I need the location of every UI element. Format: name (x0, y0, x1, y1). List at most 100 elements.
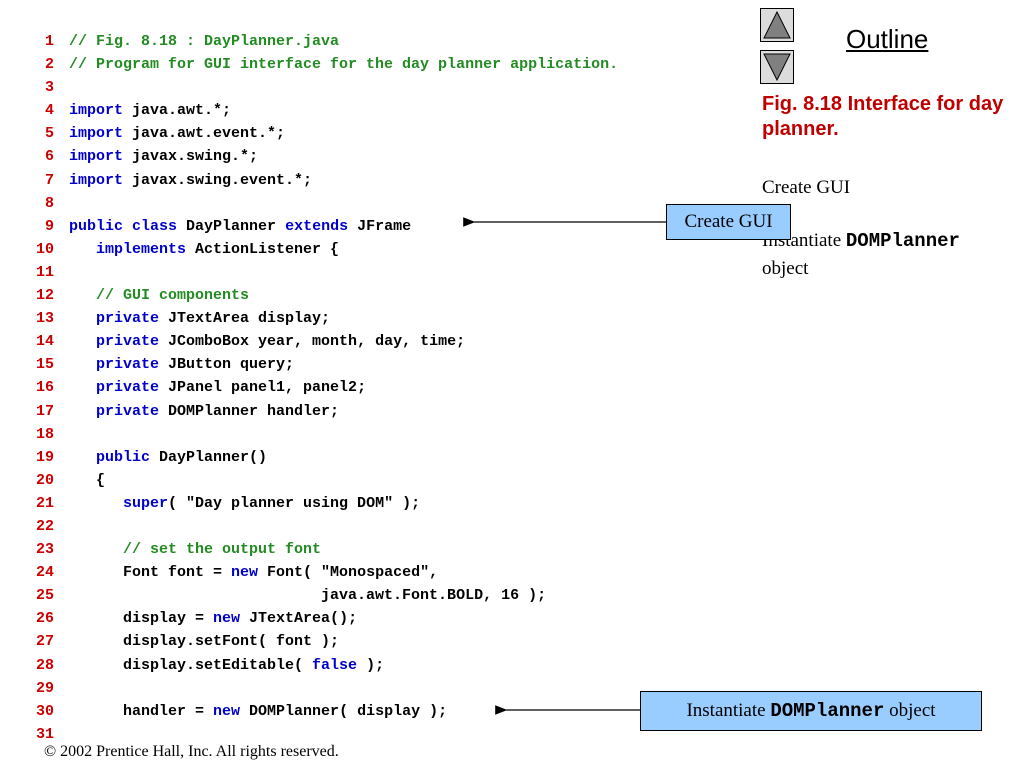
previous-slide-button[interactable] (760, 8, 794, 42)
line-number: 24 (35, 564, 54, 582)
code-token: JButton query; (159, 356, 295, 374)
code-text: private JPanel panel1, panel2; (69, 376, 366, 399)
code-token: java.awt.Font.BOLD, 16 ); (69, 587, 547, 605)
line-number: 22 (35, 517, 54, 535)
code-token: JFrame (348, 217, 412, 235)
code-line: 12 // GUI components (0, 284, 740, 307)
line-number: 23 (35, 541, 54, 559)
code-line: 13 private JTextArea display; (0, 307, 740, 330)
code-text: import java.awt.event.*; (69, 122, 285, 145)
code-token: false (312, 656, 358, 674)
next-slide-button[interactable] (760, 50, 794, 84)
code-text: display.setFont( font ); (69, 630, 339, 653)
line-number: 27 (35, 633, 54, 651)
code-token: new (213, 610, 241, 628)
code-token: DOMPlanner handler; (159, 402, 340, 420)
line-number: 18 (35, 425, 54, 443)
code-line: 15 private JButton query; (0, 353, 740, 376)
code-token: java.awt.*; (123, 102, 232, 120)
outline-item-text-end: object (762, 258, 809, 279)
code-token: display = (69, 610, 214, 628)
code-token: import (69, 171, 124, 189)
code-line: 2// Program for GUI interface for the da… (0, 53, 740, 76)
line-number: 5 (44, 125, 54, 143)
code-token: DayPlanner (177, 217, 286, 235)
line-number: 1 (44, 33, 54, 50)
code-token: Font font = (69, 564, 232, 582)
line-number: 31 (35, 725, 54, 743)
code-token: super (123, 494, 169, 512)
code-text: // Program for GUI interface for the day… (69, 53, 618, 76)
line-number: 10 (35, 240, 54, 258)
code-token: private (96, 379, 160, 397)
code-text: import javax.swing.*; (69, 145, 258, 168)
line-number: 20 (35, 471, 54, 489)
code-token: class (132, 217, 178, 235)
code-text: java.awt.Font.BOLD, 16 ); (69, 584, 546, 607)
line-number: 16 (35, 379, 54, 397)
line-number: 11 (35, 263, 54, 281)
code-line: 4 import java.awt.*; (0, 99, 740, 122)
code-text: implements ActionListener { (69, 238, 339, 261)
code-token: private (96, 333, 160, 351)
code-token (69, 310, 96, 327)
line-number: 17 (35, 402, 54, 420)
code-token: // Fig. 8.18 : DayPlanner.java (69, 33, 340, 50)
code-token: ( "Day planner using DOM" ); (168, 494, 421, 512)
code-token: ActionListener { (186, 240, 340, 258)
code-token: javax.swing.*; (123, 148, 259, 166)
code-token (69, 379, 96, 396)
code-token: javax.swing.event.*; (123, 171, 313, 189)
code-token (69, 333, 96, 350)
code-line: 22 (0, 515, 740, 538)
code-token: Font( "Monospaced", (258, 564, 439, 582)
code-token: // Program for GUI interface for the day… (69, 56, 619, 74)
code-line: 24 Font font = new Font( "Monospaced", (0, 561, 740, 584)
code-line: 16 private JPanel panel1, panel2; (0, 376, 740, 399)
outline-link[interactable]: Outline (846, 24, 929, 54)
code-text: // set the output font (69, 538, 321, 561)
line-number: 3 (44, 79, 54, 97)
code-line: 31 (0, 723, 740, 746)
line-number: 8 (44, 194, 54, 212)
copyright-notice: © 2002 Prentice Hall, Inc. All rights re… (44, 743, 339, 760)
code-line: 27 display.setFont( font ); (0, 630, 740, 653)
line-number: 4 (44, 102, 54, 120)
code-line: 18 (0, 423, 740, 446)
code-text: private JButton query; (69, 353, 294, 376)
code-token: public (69, 217, 124, 235)
code-token: JTextArea(); (240, 610, 358, 628)
code-token: JComboBox year, month, day, time; (159, 333, 466, 351)
callout-text: Instantiate (686, 700, 771, 721)
code-line: 30 handler = new DOMPlanner( display ); (0, 700, 740, 723)
code-line: 3 (0, 76, 740, 99)
code-token: DOMPlanner( display ); (240, 702, 448, 720)
code-token (69, 403, 96, 420)
code-line: 20 { (0, 469, 740, 492)
code-text: public DayPlanner() (69, 446, 267, 469)
callout-create-gui: Create GUI (666, 204, 791, 240)
code-token: private (96, 310, 160, 328)
code-text: import javax.swing.event.*; (69, 169, 312, 192)
code-token: display.setFont( font ); (69, 633, 340, 651)
code-line: 17 private DOMPlanner handler; (0, 400, 740, 423)
code-text: import java.awt.*; (69, 99, 231, 122)
code-token: new (231, 564, 259, 582)
code-token (69, 495, 123, 512)
callout-instantiate: Instantiate DOMPlanner object (640, 691, 982, 731)
line-number: 13 (35, 310, 54, 328)
code-text: private JComboBox year, month, day, time… (69, 330, 465, 353)
line-number: 29 (35, 679, 54, 697)
code-line: 5 import java.awt.event.*; (0, 122, 740, 145)
code-line: 11 (0, 261, 740, 284)
line-number: 30 (35, 702, 54, 720)
code-line: 14 private JComboBox year, month, day, t… (0, 330, 740, 353)
code-text: private DOMPlanner handler; (69, 400, 339, 423)
code-token (123, 218, 132, 235)
code-text: // GUI components (69, 284, 249, 307)
code-token: extends (285, 217, 349, 235)
